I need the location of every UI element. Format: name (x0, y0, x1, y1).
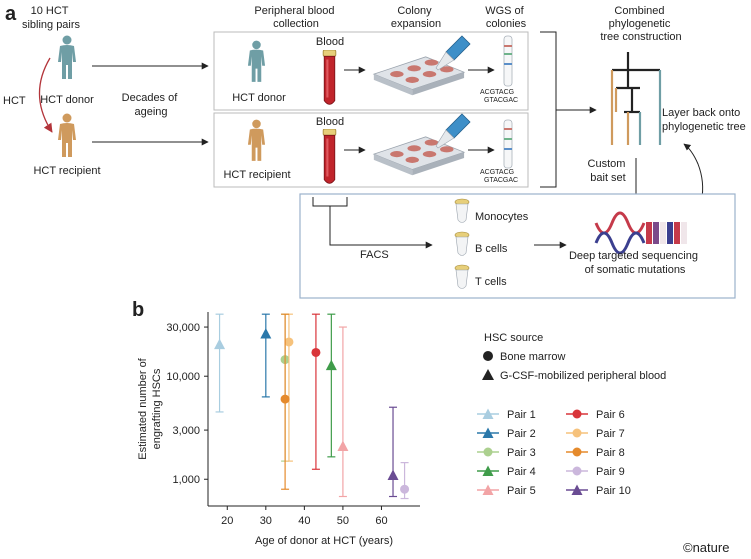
y-tick-label: 10,000 (166, 371, 200, 383)
tcells-label: T cells (475, 276, 507, 288)
legend-label: Pair 4 (507, 466, 536, 478)
donor-person-icon (58, 35, 76, 79)
legend-gcsf-marker (482, 369, 494, 380)
legend-marker (572, 428, 582, 438)
legend-marker (482, 484, 494, 495)
data-point (260, 327, 272, 339)
data-point (284, 337, 294, 347)
donor-box-label: HCT donor (232, 92, 286, 104)
legend-title: HSC source (484, 332, 543, 344)
donor-blood-label: Blood (316, 36, 344, 48)
recipient-seq-2: GTACGAC (484, 177, 518, 184)
legend-bm-label: Bone marrow (500, 351, 565, 363)
recipient-seq-1: ACGTACG (480, 169, 514, 176)
legend-marker (572, 409, 582, 419)
x-tick-label: 60 (375, 515, 387, 527)
y-tick-label: 30,000 (166, 322, 200, 334)
targeted-seq-box (299, 193, 736, 299)
donor-label: HCT donor (40, 94, 94, 106)
y-tick-label: 3,000 (172, 425, 200, 437)
data-point (325, 359, 337, 371)
legend-marker (482, 408, 494, 419)
deep-seq-label: Deep targeted sequencing of somatic muta… (569, 250, 701, 276)
data-point (337, 440, 349, 452)
x-tick-label: 20 (221, 515, 233, 527)
recipient-box-label: HCT recipient (223, 169, 290, 181)
recipient-person-icon (58, 113, 76, 157)
legend-label: Pair 2 (507, 428, 536, 440)
legend-label: Pair 8 (596, 447, 625, 459)
wgs-header: WGS of colonies (485, 5, 527, 30)
data-point (280, 394, 290, 404)
legend-label: Pair 6 (596, 409, 625, 421)
data-point (400, 484, 410, 494)
hct-label: HCT (3, 95, 26, 107)
nature-footer: ©nature (683, 540, 729, 555)
legend-marker (483, 447, 493, 457)
x-axis-label: Age of donor at HCT (years) (255, 535, 393, 547)
combined-header: Combined phylogenetic tree construction (600, 5, 681, 43)
recipient-label: HCT recipient (33, 165, 100, 177)
layer-back-label: Layer back onto phylogenetic tree (662, 107, 746, 133)
legend-gcsf-label: G-CSF-mobilized peripheral blood (500, 370, 666, 382)
data-point (387, 469, 399, 480)
pb-collection-header: Peripheral blood collection (254, 5, 337, 30)
colony-header: Colony expansion (391, 5, 441, 30)
x-tick-label: 30 (260, 515, 272, 527)
donor-seq-1: ACGTACG (480, 89, 514, 96)
pairs-label: 10 HCT sibling pairs (22, 5, 81, 31)
hct-arrow (38, 57, 53, 133)
ageing-label: Decades of ageing (122, 92, 181, 118)
pair-legend: Pair 1 Pair 2 Pair 3 Pair 4 Pair 5 Pair 6 Pair… (477, 408, 631, 497)
legend-label: Pair 3 (507, 447, 536, 459)
recipient-wgs-strip-icon (503, 119, 513, 169)
donor-box (213, 31, 529, 111)
recipient-blood-label: Blood (316, 116, 344, 128)
legend-label: Pair 9 (596, 466, 625, 478)
legend-label: Pair 10 (596, 485, 631, 497)
legend-label: Pair 5 (507, 485, 536, 497)
panel-a-letter: a (5, 3, 17, 25)
data-point (311, 347, 321, 357)
wgs-bracket (540, 31, 557, 188)
y-tick-label: 1,000 (172, 474, 200, 486)
facs-arrow (329, 206, 433, 249)
legend-marker (572, 447, 582, 457)
phylogenetic-tree (610, 52, 662, 145)
x-tick-label: 40 (298, 515, 310, 527)
x-tick-label: 50 (337, 515, 349, 527)
bcells-label: B cells (475, 243, 508, 255)
legend-marker (572, 466, 582, 476)
legend-marker (571, 484, 583, 495)
recipient-blood-tube-icon (322, 129, 337, 184)
donor-blood-tube-icon (322, 50, 337, 105)
legend-marker (482, 427, 494, 438)
donor-wgs-strip-icon (503, 35, 513, 87)
legend-label: Pair 1 (507, 409, 536, 421)
legend-bm-marker (483, 351, 493, 361)
dna-helix-icon (594, 211, 687, 255)
bait-label: Custom bait set (588, 158, 629, 184)
monocytes-label: Monocytes (475, 211, 529, 223)
data-point (214, 338, 226, 350)
facs-label: FACS (360, 249, 389, 261)
panel-b-letter: b (132, 299, 144, 321)
legend-marker (482, 465, 494, 476)
donor-seq-2: GTACGAC (484, 97, 518, 104)
legend-label: Pair 7 (596, 428, 625, 440)
